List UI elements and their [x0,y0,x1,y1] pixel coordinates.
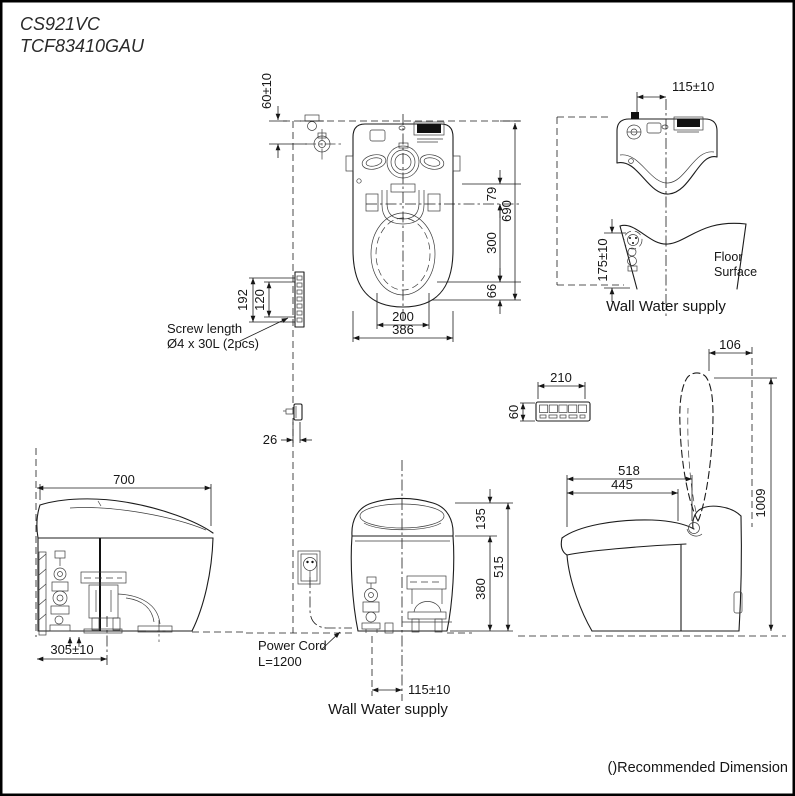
front-view-internals [361,575,452,634]
dim-690-label: 690 [499,200,514,222]
dim-60-10-label: 60±10 [259,73,274,109]
dim-1009-label: 1009 [753,489,768,518]
wall-fitting-view: 26 [263,403,312,447]
dim-192-label: 192 [235,289,250,311]
dim-200-label: 200 [392,309,414,324]
dim-135-label: 135 [473,508,488,530]
wall-water-supply-caption-top: Wall Water supply [606,298,726,315]
dim-300-label: 300 [484,232,499,254]
remote-control [535,401,591,422]
wall-water-supply-caption-bottom: Wall Water supply [328,701,448,718]
dim-79-label: 79 [484,187,499,201]
side-view-left: 700 [35,448,246,665]
open-lid-outline [679,372,714,522]
dim-115-10-rear-label: 115±10 [672,79,714,94]
power-cord-label-line1: Power Cord [258,638,327,653]
dim-60-remote-label: 60 [506,405,521,419]
dim-380-label: 380 [473,578,488,600]
power-cord-line [309,577,352,629]
recommended-dimension-note: ()Recommended Dimension [607,760,788,776]
dim-106-label: 106 [719,337,741,352]
screw-note-line2: Ø4 x 30L (2pcs) [167,336,259,351]
dim-115-10-front-label: 115±10 [408,682,450,697]
side-view-internals [38,550,173,647]
dim-210-label: 210 [550,370,572,385]
model-number-primary: CS921VC [20,14,101,34]
front-view: Power Cord L=1200 135 515 380 115±10 Wal… [246,460,513,718]
floor-surface-label-line1: Floor [714,250,742,264]
dim-700-label: 700 [113,472,135,487]
dim-66-label: 66 [484,284,499,298]
remote-control-view: 210 60 [506,370,591,422]
top-view-dimensions: 60±10 690 79 300 66 200 386 [259,73,521,342]
rear-partial-views: 115±10 175±10 Floor Surface Wall Water s… [556,79,757,316]
wall-water-supply-fixture [623,230,643,272]
dim-386-label: 386 [392,322,414,337]
dim-445-label: 445 [611,477,633,492]
screw-note-line1: Screw length [167,321,242,336]
water-supply-symbol [300,114,324,131]
dim-518-label: 518 [618,463,640,478]
dim-175-10-label: 175±10 [595,238,610,281]
model-number-secondary: TCF83410GAU [20,36,145,56]
dim-26-label: 26 [263,432,277,447]
power-outlet [297,550,321,585]
top-view-internals [305,114,520,320]
dim-120-label: 120 [252,289,267,311]
mounting-plate [294,271,305,328]
mounting-plate-view: 192 120 Screw length Ø4 x 30L (2pcs) [167,271,305,351]
power-cord-label-line2: L=1200 [258,654,302,669]
side-view-lid-open: 106 1009 518 445 [518,337,786,637]
dim-515-label: 515 [491,556,506,578]
floor-surface-label-line2: Surface [714,265,757,279]
dim-305-10-label: 305±10 [50,642,93,657]
top-plan-view: 60±10 690 79 300 66 200 386 [259,73,521,342]
title-block: CS921VC TCF83410GAU [20,14,145,56]
